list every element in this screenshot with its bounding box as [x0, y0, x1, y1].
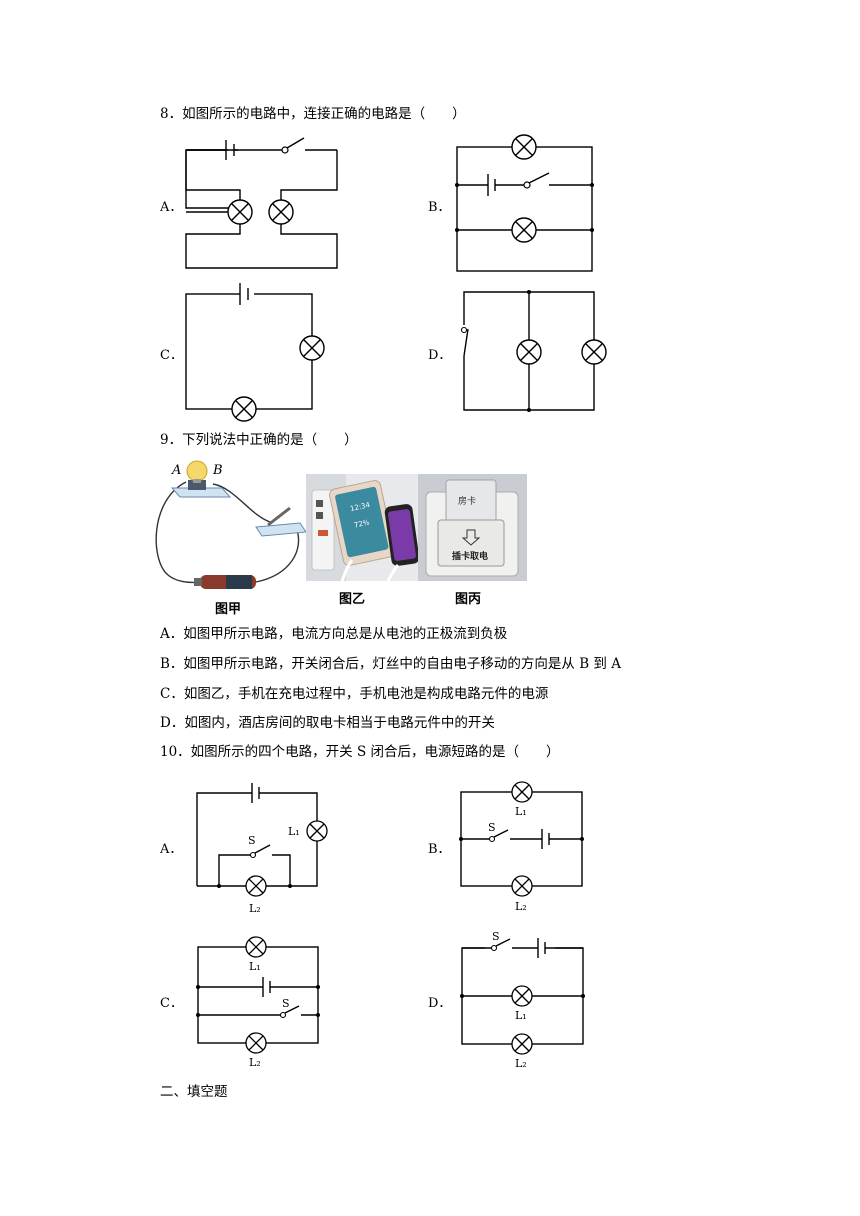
- option-8d-label[interactable]: D．: [428, 348, 452, 363]
- figure-9-bing-photo: [418, 474, 527, 581]
- switch-label-10b: S: [488, 821, 496, 834]
- option-9b[interactable]: B．如图甲所示电路，开关闭合后，灯丝中的自由电子移动的方向是从 B 到 A: [160, 656, 621, 672]
- circuit-8c: [185, 280, 325, 422]
- lamp-label-10b-l2: L₂: [515, 900, 527, 913]
- option-10b-label[interactable]: B．: [428, 842, 451, 857]
- option-8b-label[interactable]: B．: [428, 200, 451, 215]
- lamp-label-10d-l1: L₁: [515, 1009, 527, 1022]
- figure-caption-jia: 图甲: [215, 602, 242, 617]
- circuit-10d: [460, 938, 585, 1055]
- option-9a[interactable]: A．如图甲所示电路，电流方向总是从电池的正极流到负极: [160, 626, 508, 642]
- lamp-label-10d-l2: L₂: [515, 1057, 527, 1070]
- question-9-stem: 9．下列说法中正确的是（ ）: [160, 432, 358, 448]
- figure-caption-yi: 图乙: [339, 592, 366, 607]
- figure-label-b: B: [213, 463, 223, 478]
- switch-label-10c: S: [282, 997, 290, 1010]
- switch-label-10d: S: [492, 930, 500, 943]
- option-10a-label[interactable]: A．: [160, 842, 183, 857]
- switch-label-10a: S: [248, 834, 256, 847]
- option-8c-label[interactable]: C．: [160, 348, 183, 363]
- lamp-label-10a-l2: L₂: [249, 902, 261, 915]
- option-8a-label[interactable]: A．: [160, 200, 183, 215]
- section-heading-fill-in: 二、填空题: [160, 1084, 228, 1100]
- figure-caption-bing: 图丙: [455, 592, 482, 607]
- circuit-8d: [460, 290, 607, 412]
- lamp-label-10b-l1: L₁: [515, 805, 527, 818]
- circuit-8a: [185, 137, 338, 269]
- photo-card-text: 房卡: [458, 497, 477, 507]
- photo-slot-text: 插卡取电: [452, 552, 489, 562]
- lamp-label-10c-l1: L₁: [249, 960, 261, 973]
- question-10-stem: 10．如图所示的四个电路，开关 S 闭合后，电源短路的是（ ）: [160, 744, 560, 760]
- figure-label-a: A: [172, 463, 182, 478]
- option-9c[interactable]: C．如图乙，手机在充电过程中，手机电池是构成电路元件的电源: [160, 686, 549, 702]
- circuit-8b: [455, 134, 594, 272]
- option-10d-label[interactable]: D．: [428, 996, 452, 1011]
- lamp-label-10c-l2: L₂: [249, 1056, 261, 1069]
- figure-9-yi-photo: [306, 474, 420, 582]
- figure-9-jia: [155, 460, 307, 589]
- circuit-10c: [196, 936, 320, 1054]
- circuit-10a: [196, 783, 328, 897]
- question-8-stem: 8．如图所示的电路中，连接正确的电路是（ ）: [160, 106, 466, 122]
- option-9d[interactable]: D．如图内，酒店房间的取电卡相当于电路元件中的开关: [160, 715, 495, 731]
- lamp-label-10a-l1: L₁: [288, 825, 300, 838]
- option-10c-label[interactable]: C．: [160, 996, 183, 1011]
- circuit-10b: [459, 781, 584, 897]
